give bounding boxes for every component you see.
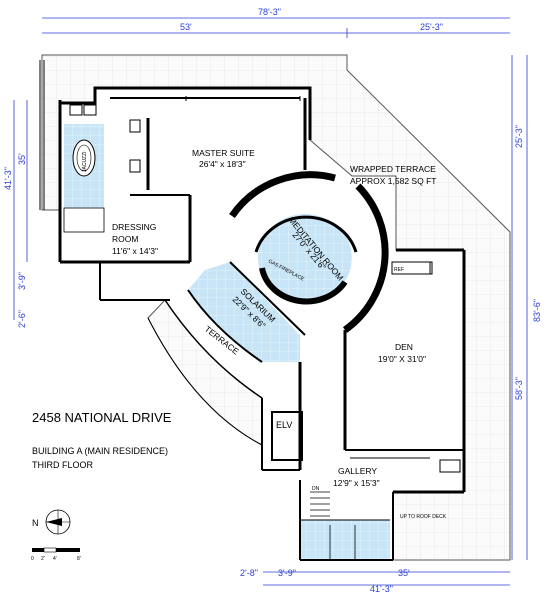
- dim-top-left: 53': [180, 22, 192, 32]
- dim-left-top-sub: 35': [17, 153, 27, 165]
- dim-bottom-b: 3'-9": [278, 568, 296, 578]
- dressing-name: DRESSING: [112, 222, 156, 232]
- dim-left-top: 41'-3": [3, 167, 13, 190]
- dn-label: DN: [312, 486, 320, 492]
- meditation-outer-wall: [229, 171, 336, 219]
- exterior-walls: [58, 86, 466, 561]
- master-suite-size: 26'4" x 18'3": [199, 159, 246, 169]
- dimension-lines: [13, 17, 528, 586]
- dim-bottom-a: 2'-8": [240, 568, 258, 578]
- dim-bottom-c: 35': [398, 568, 410, 578]
- meditation-floor: [258, 214, 352, 302]
- terrace-name: WRAPPED TERRACE: [350, 164, 436, 174]
- den-name: DEN: [395, 342, 413, 352]
- bath-fixtures: [63, 104, 141, 233]
- stair-glass-floor: [300, 520, 390, 560]
- den-size: 19'0" X 31'0": [378, 354, 426, 364]
- stairs: [310, 491, 356, 560]
- dim-left-low: 2'-6": [17, 310, 27, 328]
- dressing-size: 11'6" x 14'3": [112, 246, 158, 256]
- dressing-name-2: ROOM: [112, 234, 138, 244]
- address-title: 2458 NATIONAL DRIVE: [32, 410, 172, 425]
- elevator-label: ELV: [276, 420, 292, 430]
- floor-subtitle: THIRD FLOOR: [32, 460, 94, 470]
- window-marks: [39, 60, 301, 210]
- jacuzzi-label: JACUZZI: [82, 151, 88, 172]
- dim-right-lower: 58'-3": [514, 377, 524, 400]
- dim-bottom-total: 41'-3": [370, 584, 393, 594]
- roof-deck-label: UP TO ROOF DECK: [400, 514, 447, 520]
- den-details: [350, 261, 461, 473]
- dim-right-upper: 25'-3": [514, 125, 524, 148]
- north-arrow-icon: [45, 509, 71, 535]
- dim-left-mid: 3'-9": [17, 272, 27, 290]
- dim-top-right: 25'-3": [420, 22, 443, 32]
- scale-bar: [32, 547, 80, 553]
- meditation-inner-arc: [254, 215, 358, 253]
- scale-tick-4: 4': [53, 556, 57, 562]
- north-label: N: [32, 518, 39, 528]
- scale-tick-0: 0: [31, 556, 34, 562]
- scale-tick-8: 8': [77, 556, 81, 562]
- terrace-size: APPROX 1,582 SQ FT: [350, 176, 436, 186]
- ref-label: REF: [394, 267, 404, 273]
- building-subtitle: BUILDING A (MAIN RESIDENCE): [32, 446, 168, 456]
- dim-right-total: 83'-6": [532, 299, 542, 322]
- meditation-outer-wall-right: [342, 183, 389, 333]
- master-suite-name: MASTER SUITE: [192, 148, 255, 158]
- dim-top-total: 78'-3": [258, 7, 281, 17]
- scale-tick-2: 2': [41, 556, 45, 562]
- meditation-fireplace-arc: [259, 267, 348, 305]
- gallery-size: 12'9" x 15'3": [333, 478, 380, 488]
- solarium-floor: [188, 262, 300, 362]
- gallery-name: GALLERY: [338, 466, 377, 476]
